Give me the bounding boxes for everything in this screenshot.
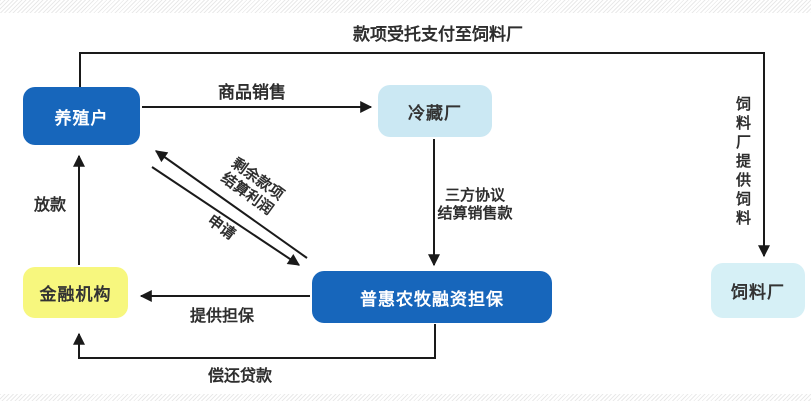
node-feed-factory: 饲料厂 xyxy=(711,263,805,318)
label-remaining-settlement: 剩余款项 结算利润 xyxy=(217,155,287,219)
label-tripartite-line1: 三方协议 xyxy=(444,187,505,204)
label-product-sales: 商品销售 xyxy=(218,83,286,102)
node-guarantee-company: 普惠农牧融资担保 xyxy=(312,271,552,323)
arrow-entrusted-payment xyxy=(79,52,770,258)
node-farmer: 养殖户 xyxy=(23,87,140,145)
label-feed-supply: 饲料厂提供饲料 xyxy=(734,96,751,229)
node-financial-institution: 金融机构 xyxy=(23,267,128,318)
label-tripartite-line2: 结算销售款 xyxy=(437,205,513,222)
node-cold-storage-factory: 冷藏厂 xyxy=(378,85,492,137)
label-application: 申请 xyxy=(204,211,239,244)
top-texture-band xyxy=(0,0,811,13)
label-provide-guarantee: 提供担保 xyxy=(190,308,255,325)
bottom-texture-band xyxy=(0,394,811,401)
label-loan-disbursement: 放款 xyxy=(34,197,67,214)
label-entrusted-payment: 款项受托支付至饲料厂 xyxy=(353,25,523,44)
label-tripartite-settlement: 三方协议 结算销售款 xyxy=(433,187,517,223)
arrow-repay-loan xyxy=(73,324,436,359)
label-repay-loan: 偿还贷款 xyxy=(208,368,273,385)
